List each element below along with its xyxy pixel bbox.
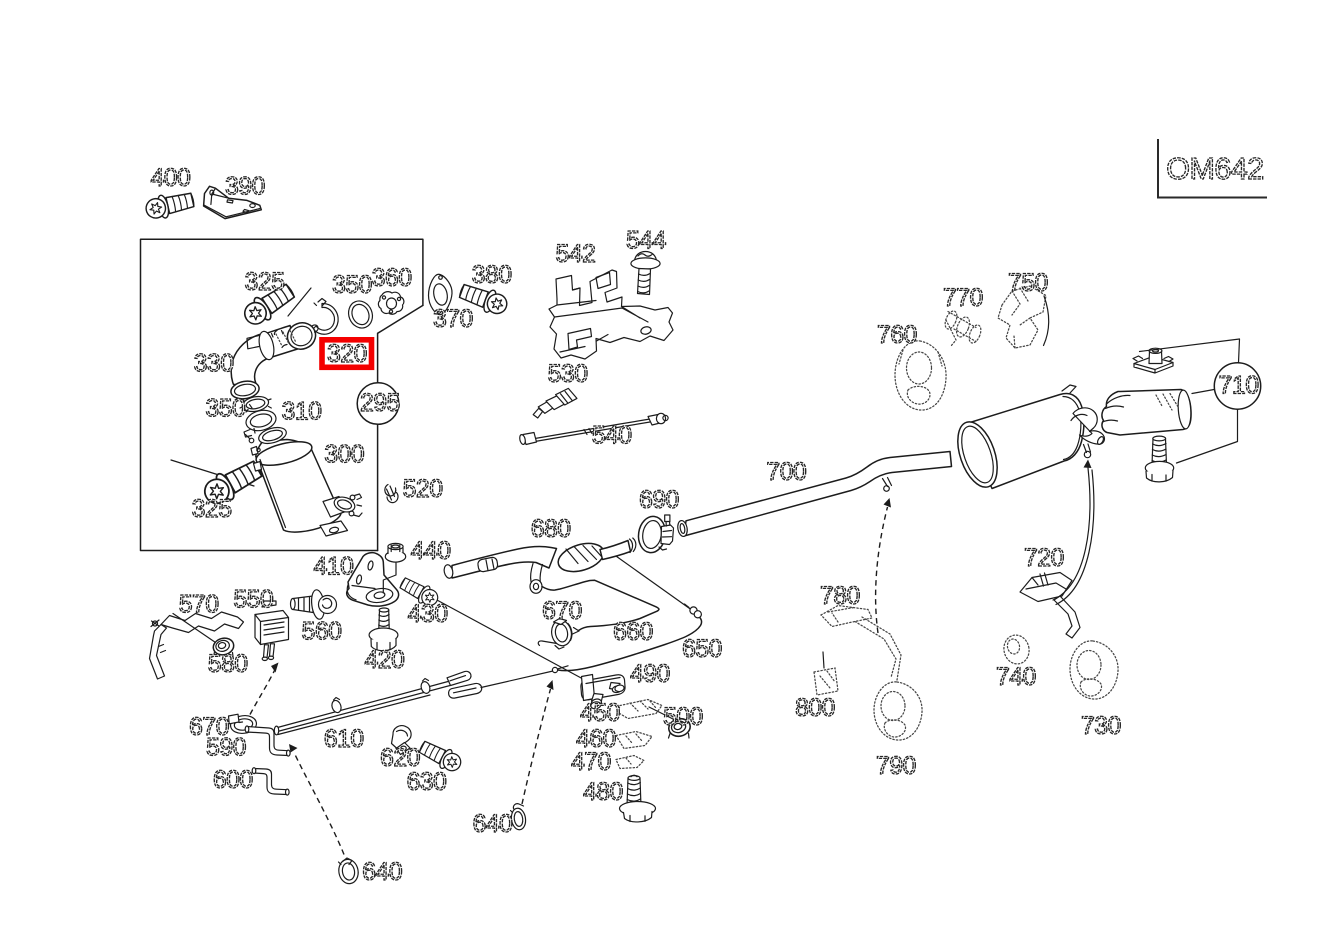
svg-text:600: 600 bbox=[213, 767, 253, 794]
svg-text:460: 460 bbox=[576, 726, 616, 753]
svg-text:720: 720 bbox=[1024, 545, 1064, 572]
svg-text:480: 480 bbox=[583, 779, 623, 806]
svg-text:440: 440 bbox=[411, 538, 451, 565]
svg-text:770: 770 bbox=[943, 285, 983, 312]
svg-text:530: 530 bbox=[548, 361, 588, 388]
svg-text:544: 544 bbox=[626, 227, 666, 254]
svg-text:670: 670 bbox=[542, 598, 582, 625]
svg-text:350: 350 bbox=[332, 272, 372, 299]
svg-text:430: 430 bbox=[408, 601, 448, 628]
svg-text:500: 500 bbox=[663, 704, 703, 731]
svg-text:330: 330 bbox=[194, 351, 234, 378]
svg-text:690: 690 bbox=[639, 487, 679, 514]
svg-text:542: 542 bbox=[556, 241, 596, 268]
svg-text:740: 740 bbox=[996, 664, 1036, 691]
svg-text:730: 730 bbox=[1081, 713, 1121, 740]
svg-text:325: 325 bbox=[192, 496, 232, 523]
svg-text:580: 580 bbox=[208, 651, 248, 678]
svg-text:680: 680 bbox=[531, 516, 571, 543]
svg-text:380: 380 bbox=[472, 262, 512, 289]
svg-text:630: 630 bbox=[407, 769, 447, 796]
svg-text:320: 320 bbox=[327, 341, 367, 368]
svg-text:310: 310 bbox=[282, 398, 322, 425]
svg-text:360: 360 bbox=[372, 265, 412, 292]
svg-text:450: 450 bbox=[580, 700, 620, 727]
svg-text:780: 780 bbox=[820, 583, 860, 610]
svg-text:670: 670 bbox=[189, 714, 229, 741]
svg-text:420: 420 bbox=[365, 647, 405, 674]
svg-text:650: 650 bbox=[682, 636, 722, 663]
svg-text:410: 410 bbox=[314, 554, 354, 581]
svg-text:660: 660 bbox=[613, 619, 653, 646]
svg-text:640: 640 bbox=[473, 811, 513, 838]
svg-text:390: 390 bbox=[225, 174, 265, 201]
svg-text:560: 560 bbox=[302, 619, 342, 646]
svg-text:590: 590 bbox=[206, 735, 246, 762]
svg-text:570: 570 bbox=[179, 591, 219, 618]
svg-text:350: 350 bbox=[205, 396, 245, 423]
svg-text:550: 550 bbox=[233, 586, 273, 613]
svg-text:540: 540 bbox=[592, 422, 632, 449]
svg-text:490: 490 bbox=[630, 661, 670, 688]
svg-text:760: 760 bbox=[877, 322, 917, 349]
svg-text:295: 295 bbox=[360, 390, 400, 417]
svg-text:700: 700 bbox=[766, 459, 806, 486]
svg-text:400: 400 bbox=[151, 165, 191, 192]
svg-text:620: 620 bbox=[380, 745, 420, 772]
svg-text:750: 750 bbox=[1008, 270, 1048, 297]
svg-text:640: 640 bbox=[362, 859, 402, 886]
svg-text:710: 710 bbox=[1219, 373, 1259, 400]
svg-text:300: 300 bbox=[324, 442, 364, 469]
svg-text:800: 800 bbox=[795, 695, 835, 722]
svg-text:520: 520 bbox=[403, 476, 443, 503]
svg-text:325: 325 bbox=[245, 269, 285, 296]
svg-text:370: 370 bbox=[433, 306, 473, 333]
svg-text:470: 470 bbox=[571, 749, 611, 776]
svg-text:790: 790 bbox=[876, 753, 916, 780]
svg-text:OM642: OM642 bbox=[1166, 152, 1264, 186]
svg-text:610: 610 bbox=[324, 726, 364, 753]
